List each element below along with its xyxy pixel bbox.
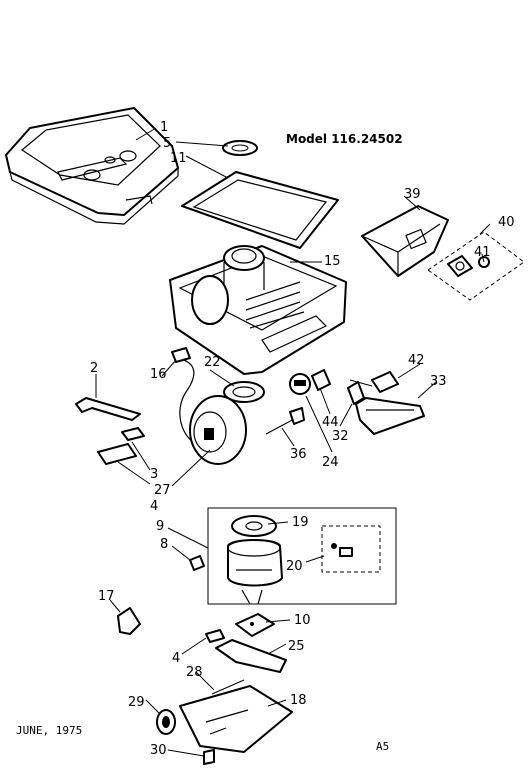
callout-22: 22 — [204, 355, 221, 370]
callout-28: 28 — [186, 665, 203, 680]
part-4-plate — [97, 443, 137, 465]
callout-3: 3 — [150, 467, 158, 482]
callout-16: 16 — [150, 367, 167, 382]
part-40-switch-group — [427, 231, 525, 301]
callout-1: 1 — [160, 120, 168, 135]
part-25-shield — [215, 639, 287, 673]
model-title: Model 116.24502 — [286, 132, 403, 146]
part-11-gasket — [181, 171, 339, 249]
part-3-plate — [121, 427, 145, 441]
part-22-ring — [223, 381, 265, 403]
part-24-knob — [289, 373, 311, 395]
callout-39: 39 — [404, 187, 421, 202]
callout-19: 19 — [292, 515, 309, 530]
footer-page: A5 — [376, 740, 389, 753]
callout-30: 30 — [150, 743, 167, 758]
part-5-disk — [222, 140, 258, 156]
part-42-plug — [349, 371, 399, 393]
part-2-bracket — [75, 397, 141, 421]
part-8-spring — [189, 555, 205, 571]
callout-10: 10 — [294, 613, 311, 628]
part-28-rod — [211, 679, 245, 695]
part-33-handle — [355, 397, 425, 435]
callout-15: 15 — [324, 254, 341, 269]
callout-4: 4 — [150, 499, 158, 514]
leader-lines — [95, 127, 491, 757]
part-32-clip — [347, 381, 365, 405]
part-10-plate — [235, 613, 275, 637]
part-30-screw — [203, 749, 215, 765]
part-17-switch — [117, 607, 141, 635]
callout-5: 5 — [163, 136, 171, 151]
callout-44: 44 — [322, 415, 339, 430]
callout-9: 9 — [156, 519, 164, 534]
part-15-housing — [169, 245, 347, 375]
callout-25: 25 — [288, 639, 305, 654]
callout-29: 18 — [290, 693, 307, 708]
callout-17: 17 — [98, 589, 115, 604]
part-36-screw — [265, 407, 305, 435]
part-29-bottom-plate — [179, 685, 293, 753]
callout-18: 29 — [128, 695, 145, 710]
part-18-wheel — [156, 709, 176, 735]
callout-36: 36 — [290, 447, 307, 462]
callout-40: 40 — [498, 215, 515, 230]
callout-8: 8 — [160, 537, 168, 552]
callout-33: 33 — [430, 374, 447, 389]
part-27-fan — [189, 395, 247, 465]
callout-41: 41 — [474, 245, 491, 260]
part-1-cover — [5, 107, 179, 225]
callout-27: 27 — [154, 483, 171, 498]
callout-2: 2 — [90, 361, 98, 376]
callout-labels: 1 5 11 15 39 40 41 42 33 2 16 22 44 32 2… — [90, 120, 515, 758]
part-39-bracket — [361, 205, 449, 277]
part-4-pad — [205, 629, 225, 643]
callout-20: 20 — [286, 559, 303, 574]
part-44-clip — [311, 369, 331, 391]
footer-date: JUNE, 1975 — [16, 724, 82, 737]
callout-11: 11 — [170, 151, 187, 166]
part-16-cord — [171, 347, 201, 447]
callout-32: 32 — [332, 429, 349, 444]
callout-4-lower: 4 — [172, 651, 180, 666]
callout-42: 42 — [408, 353, 425, 368]
callout-24: 24 — [322, 455, 339, 470]
